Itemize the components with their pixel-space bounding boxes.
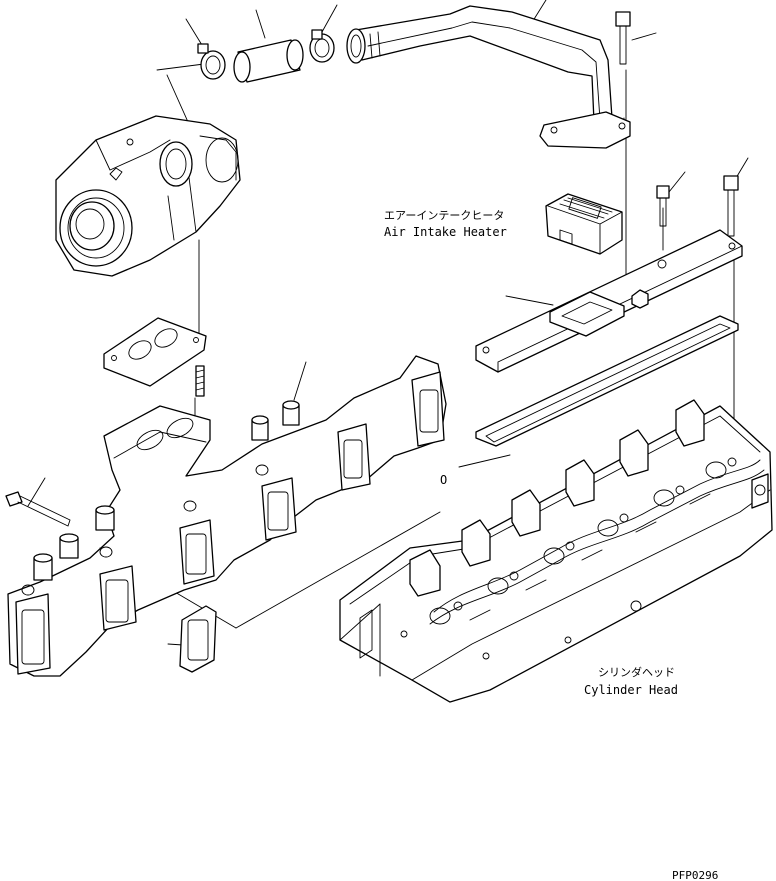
air-intake-heater-label-en: Air Intake Heater [384, 225, 507, 239]
cylinder-head-label-en: Cylinder Head [584, 683, 678, 697]
cylinder-head [339, 399, 773, 703]
rubber-hose [233, 39, 304, 83]
bolt-heater-long [723, 175, 739, 237]
exhaust-manifold [7, 355, 447, 677]
bolt-top [615, 11, 631, 65]
manifold-bolt [5, 491, 71, 527]
exhaust-gasket [179, 605, 217, 673]
turbo-gasket [103, 317, 207, 387]
hose-clamp-left [197, 43, 226, 80]
valve-blocks [409, 399, 705, 597]
cylinder-head-label-jp: シリンダヘッド [598, 665, 675, 679]
callout-o: O [440, 473, 447, 487]
hose-clamp-right [309, 29, 335, 63]
spacer-2 [251, 415, 269, 441]
rocker-arms [429, 457, 737, 625]
bolt-heater-short [656, 185, 670, 227]
drawing-code: PFP0296 [672, 869, 718, 881]
cover-gasket [475, 315, 739, 447]
air-intake-heater-label-jp: エアーインテークヒータ [384, 209, 504, 222]
turbo-stud [195, 365, 205, 397]
spacer-collars [33, 400, 300, 581]
spacer-5 [33, 553, 53, 581]
air-intake-heater [545, 193, 623, 255]
turbocharger [55, 115, 241, 277]
spacer-1 [282, 400, 300, 426]
intake-cover-plate [475, 229, 743, 373]
spacer-3 [95, 505, 115, 531]
spacer-4 [59, 533, 79, 559]
intake-pipe [346, 5, 631, 149]
